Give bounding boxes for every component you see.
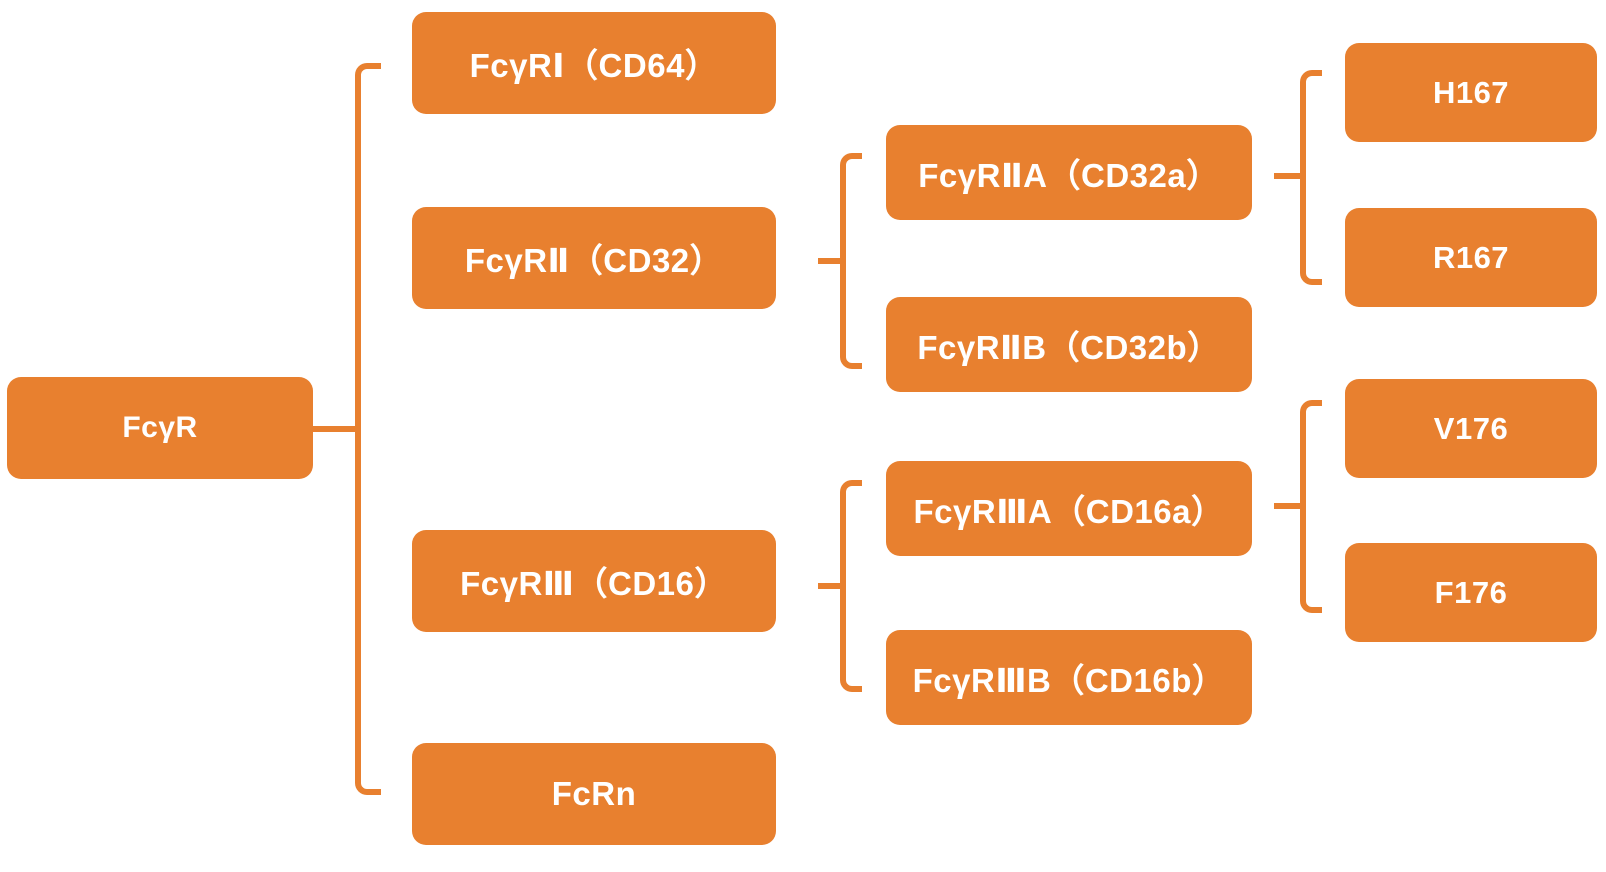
- node-fcgr-root[interactable]: FcγR: [7, 377, 313, 479]
- node-h167[interactable]: H167: [1345, 43, 1597, 142]
- node-fcgr3b-cd16b[interactable]: FcγRⅢB（CD16b）: [886, 630, 1252, 725]
- node-fcgr3-cd16[interactable]: FcγRⅢ（CD16）: [412, 530, 776, 632]
- bracket-cd16-to-subtypes: [818, 480, 862, 692]
- bracket-cd16a-to-alleles: [1274, 400, 1322, 613]
- node-r167[interactable]: R167: [1345, 208, 1597, 307]
- node-fcgr1-cd64[interactable]: FcγRⅠ（CD64）: [412, 12, 776, 114]
- bracket-cd32-to-subtypes: [818, 153, 862, 369]
- node-fcgr2-cd32[interactable]: FcγRⅡ（CD32）: [412, 207, 776, 309]
- node-fcgr2b-cd32b[interactable]: FcγRⅡB（CD32b）: [886, 297, 1252, 392]
- bracket-spine: [840, 153, 862, 369]
- node-fcrn[interactable]: FcRn: [412, 743, 776, 845]
- bracket-spine: [1300, 70, 1322, 285]
- bracket-spine: [355, 63, 381, 795]
- node-f176[interactable]: F176: [1345, 543, 1597, 642]
- bracket-spine: [840, 480, 862, 692]
- bracket-cd32a-to-alleles: [1274, 70, 1322, 285]
- bracket-stub: [1274, 503, 1300, 509]
- bracket-stub: [818, 258, 840, 264]
- node-fcgr2a-cd32a[interactable]: FcγRⅡA（CD32a）: [886, 125, 1252, 220]
- bracket-spine: [1300, 400, 1322, 613]
- bracket-stub: [1274, 173, 1300, 179]
- bracket-root-to-level2: [313, 63, 381, 795]
- bracket-stub: [313, 426, 355, 432]
- bracket-stub: [818, 583, 840, 589]
- node-v176[interactable]: V176: [1345, 379, 1597, 478]
- node-fcgr3a-cd16a[interactable]: FcγRⅢA（CD16a）: [886, 461, 1252, 556]
